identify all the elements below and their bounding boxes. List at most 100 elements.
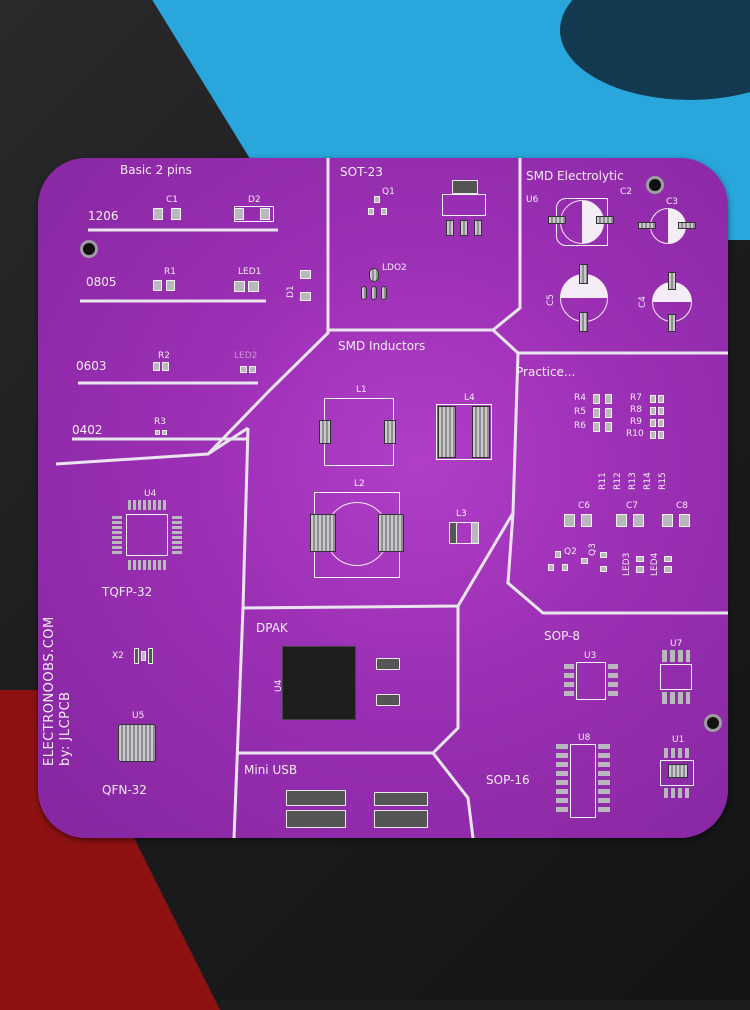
pad — [593, 394, 600, 404]
sop8-outline — [576, 662, 606, 700]
pad — [369, 268, 379, 282]
pad — [600, 552, 607, 558]
pad — [148, 648, 153, 664]
credit-jlcpcb: by: JLCPCB — [58, 691, 73, 766]
usb-pad — [374, 810, 428, 828]
row-label-0805: 0805 — [86, 275, 117, 289]
pad — [134, 648, 139, 664]
ref-c2: C2 — [620, 187, 633, 197]
ref-c3: C3 — [666, 197, 679, 207]
ref-r12: R12 — [613, 472, 623, 490]
pad — [664, 556, 672, 562]
ref-c1: C1 — [166, 195, 179, 205]
tqfp-pads-top — [128, 500, 166, 510]
pad — [579, 312, 588, 332]
usb-pad — [374, 792, 428, 806]
section-title-dpak: DPAK — [256, 621, 288, 635]
pad — [650, 407, 656, 415]
exposed-pad — [668, 764, 688, 778]
pad — [248, 281, 259, 292]
tqfp-outline — [126, 514, 168, 556]
row-label-0603: 0603 — [76, 359, 107, 373]
ref-r7: R7 — [630, 393, 642, 403]
pad — [249, 366, 256, 373]
sop8-pads-bottom — [662, 692, 690, 704]
ref-led2: LED2 — [234, 351, 258, 361]
ref-c5: C5 — [546, 293, 556, 306]
pad — [155, 430, 160, 435]
pad — [636, 556, 644, 562]
ref-c8: C8 — [676, 501, 689, 511]
pad — [449, 522, 457, 544]
pad — [474, 220, 482, 236]
ref-led3: LED3 — [622, 552, 632, 576]
section-title-basic: Basic 2 pins — [120, 163, 192, 177]
ref-r9: R9 — [630, 417, 642, 427]
pad — [605, 394, 612, 404]
pad — [650, 419, 656, 427]
pcb-board: Basic 2 pins 1206 C1 D2 0805 R1 LED1 D1 … — [38, 158, 728, 838]
ref-r3: R3 — [154, 417, 166, 427]
pad — [555, 551, 561, 558]
sop16-pads-left — [556, 744, 568, 816]
pad — [162, 430, 167, 435]
ref-q2: Q2 — [564, 547, 577, 557]
mounting-hole — [646, 176, 664, 194]
ref-led1: LED1 — [238, 267, 262, 277]
pad — [384, 420, 396, 444]
usb-pad — [286, 790, 346, 806]
pad — [650, 431, 656, 439]
pad — [300, 292, 311, 301]
ref-r8: R8 — [630, 405, 642, 415]
ref-r11: R11 — [598, 472, 608, 490]
pad — [472, 406, 490, 458]
pad — [579, 264, 588, 284]
pad — [650, 395, 656, 403]
pad — [548, 216, 566, 224]
pad — [678, 222, 696, 229]
pad — [471, 522, 479, 544]
pad — [636, 566, 644, 573]
sop8-pads-left — [564, 664, 574, 698]
ref-l1: L1 — [356, 385, 367, 395]
pad — [658, 395, 664, 403]
tqfp-pads-right — [172, 516, 182, 554]
ref-r10: R10 — [626, 429, 644, 439]
mounting-hole — [80, 240, 98, 258]
ref-u1: U1 — [672, 735, 685, 745]
ref-r15: R15 — [658, 472, 668, 490]
pad — [300, 270, 311, 279]
pad — [658, 407, 664, 415]
ref-r6: R6 — [574, 421, 586, 431]
ref-ldo2: LDO2 — [382, 263, 407, 273]
pad — [319, 420, 331, 444]
ref-l4: L4 — [464, 393, 475, 403]
pad — [240, 366, 247, 373]
ref-u3: U3 — [584, 651, 597, 661]
ref-led4: LED4 — [650, 552, 660, 576]
pad — [658, 419, 664, 427]
pad — [371, 286, 377, 300]
pad — [564, 514, 575, 527]
section-title-practice: Practice... — [516, 365, 576, 379]
pad — [668, 272, 676, 290]
pad — [376, 694, 400, 706]
section-title-miniusb: Mini USB — [244, 763, 298, 777]
pad — [460, 220, 468, 236]
section-title-tqfp: TQFP-32 — [102, 585, 153, 599]
pad — [679, 514, 690, 527]
ref-u4-dpak: U4 — [274, 679, 284, 692]
ref-d1: D1 — [286, 285, 296, 298]
ref-l3: L3 — [456, 509, 467, 519]
ref-r5: R5 — [574, 407, 586, 417]
sop8-outline — [660, 664, 692, 690]
ref-u4-tqfp: U4 — [144, 489, 157, 499]
pad — [446, 220, 454, 236]
pad — [310, 514, 336, 552]
ref-l2: L2 — [354, 479, 365, 489]
pad — [596, 216, 614, 224]
sop16-pads-right — [598, 744, 610, 816]
pad — [658, 431, 664, 439]
row-label-0402: 0402 — [72, 423, 103, 437]
pad — [368, 208, 374, 215]
